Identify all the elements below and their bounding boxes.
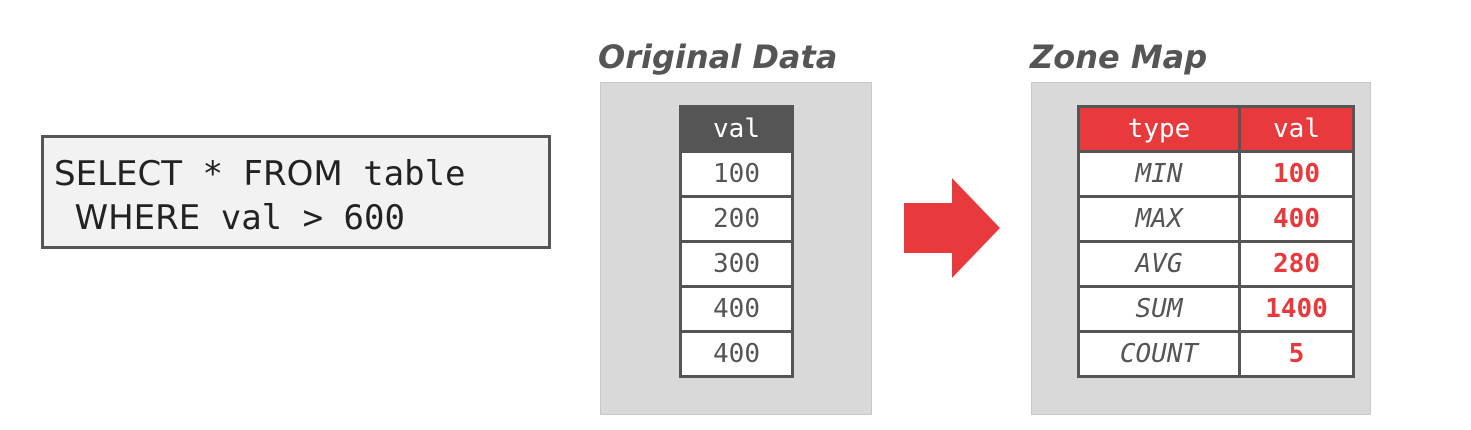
table-row: 300 xyxy=(679,240,794,288)
sql-keyword-where: WHERE xyxy=(74,198,201,238)
table-cell-type: AVG xyxy=(1077,240,1241,288)
table-cell-type: MAX xyxy=(1077,195,1241,243)
table-cell-type: COUNT xyxy=(1077,330,1241,378)
table-header-row: type val xyxy=(1077,105,1355,153)
sql-keyword-select: SELECT xyxy=(54,154,182,194)
sql-keyword-from: FROM xyxy=(243,154,343,194)
table-row: 400 xyxy=(679,330,794,378)
original-data-table: val 100 200 300 400 400 xyxy=(679,105,794,378)
table-cell-val: 400 xyxy=(679,285,794,333)
table-cell-type: MIN xyxy=(1077,150,1241,198)
table-row: AVG 280 xyxy=(1077,240,1355,288)
table-cell-val: 200 xyxy=(679,195,794,243)
table-row: MIN 100 xyxy=(1077,150,1355,198)
table-cell-val: 400 xyxy=(679,330,794,378)
table-cell-val: 100 xyxy=(1238,150,1355,198)
table-row: 400 xyxy=(679,285,794,333)
table-cell-val: 400 xyxy=(1238,195,1355,243)
table-cell-type: SUM xyxy=(1077,285,1241,333)
sql-line-1: SELECT * FROM table xyxy=(54,152,548,196)
sql-text: table xyxy=(342,154,466,194)
table-row: COUNT 5 xyxy=(1077,330,1355,378)
table-header-row: val xyxy=(679,105,794,153)
table-cell-val: 280 xyxy=(1238,240,1355,288)
column-header-val: val xyxy=(679,105,794,153)
table-row: MAX 400 xyxy=(1077,195,1355,243)
table-cell-val: 1400 xyxy=(1238,285,1355,333)
table-row: 200 xyxy=(679,195,794,243)
table-row: SUM 1400 xyxy=(1077,285,1355,333)
original-data-title: Original Data xyxy=(598,38,838,76)
sql-query-box: SELECT * FROM table WHERE val > 600 xyxy=(41,135,551,249)
zone-map-table: type val MIN 100 MAX 400 AVG 280 SUM 140… xyxy=(1077,105,1355,378)
column-header-val: val xyxy=(1238,105,1355,153)
sql-line-2: WHERE val > 600 xyxy=(54,196,548,240)
table-cell-val: 5 xyxy=(1238,330,1355,378)
table-cell-val: 300 xyxy=(679,240,794,288)
zone-map-title: Zone Map xyxy=(1030,38,1208,76)
column-header-type: type xyxy=(1077,105,1241,153)
table-cell-val: 100 xyxy=(679,150,794,198)
sql-text: val > 600 xyxy=(200,198,405,238)
sql-indent xyxy=(54,198,74,238)
right-arrow-icon xyxy=(904,178,1000,278)
sql-text: * xyxy=(182,154,244,194)
table-row: 100 xyxy=(679,150,794,198)
